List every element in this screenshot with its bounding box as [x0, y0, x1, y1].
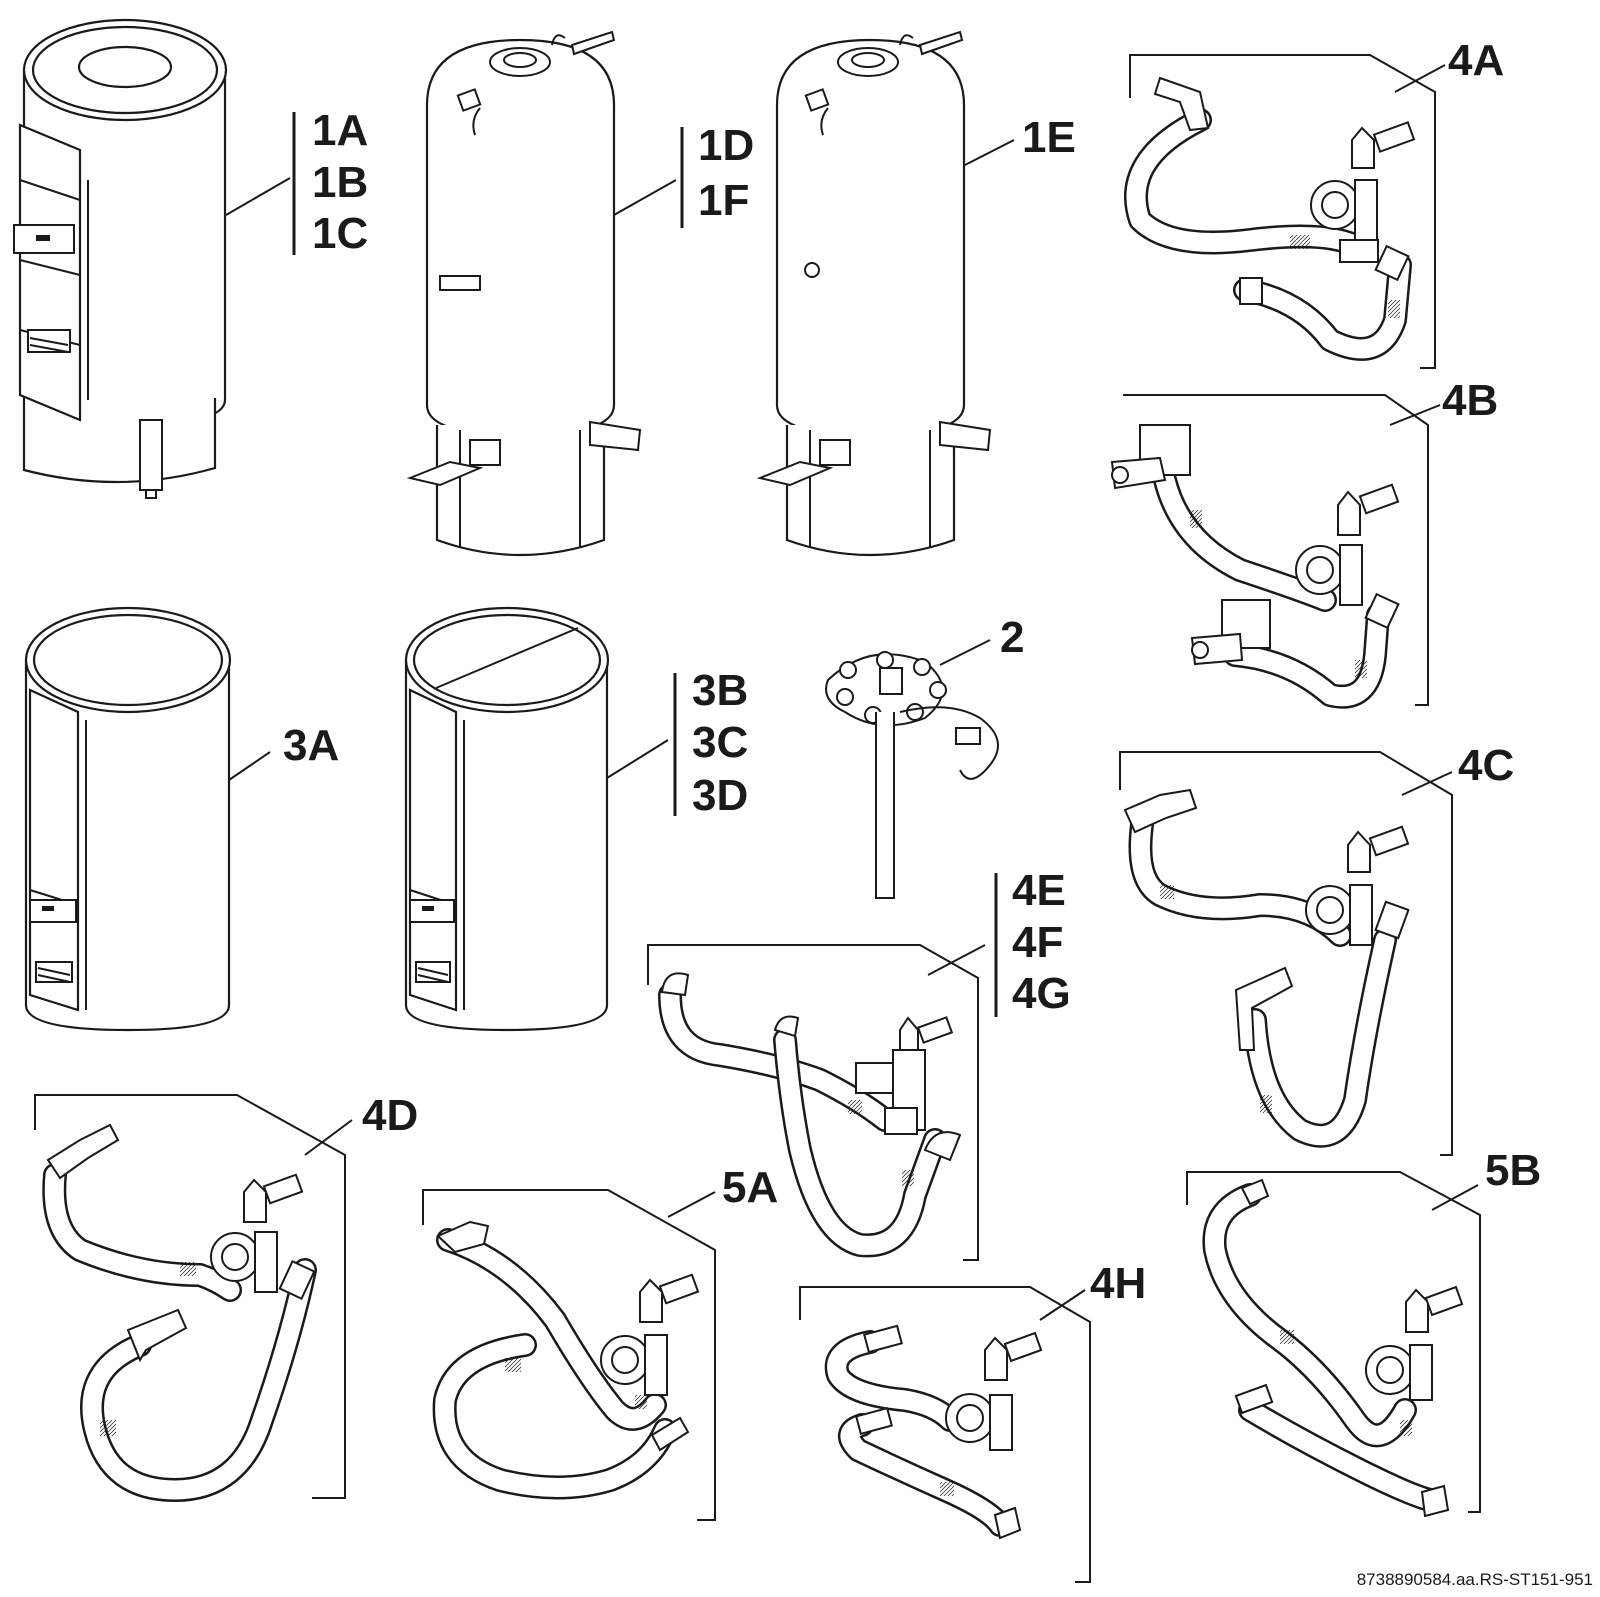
label-4e: 4E — [1012, 866, 1066, 915]
label-2: 2 — [1000, 613, 1024, 662]
label-1a: 1A — [312, 106, 368, 155]
label-3a: 3A — [283, 721, 339, 770]
pump-group-5b — [1186, 1171, 1481, 1518]
cladding-3bcd — [404, 606, 610, 1032]
label-3c: 3C — [692, 718, 748, 767]
document-id: 8738890584.aa.RS-ST151-951 — [1357, 1570, 1593, 1589]
tank-1e — [756, 30, 992, 557]
pump-group-4c — [1119, 751, 1453, 1156]
label-4c: 4C — [1458, 741, 1514, 790]
label-3b: 3B — [692, 666, 748, 715]
label-4b: 4B — [1442, 376, 1498, 425]
label-1b: 1B — [312, 158, 368, 207]
pump-group-4b — [1110, 394, 1429, 709]
tank-1df — [406, 30, 642, 557]
label-3d: 3D — [692, 771, 748, 820]
pump-group-5a — [422, 1189, 716, 1521]
pump-group-4a — [1124, 54, 1436, 369]
tank-1abc — [13, 18, 228, 499]
cladding-3a — [24, 606, 232, 1032]
label-1d: 1D — [698, 121, 754, 170]
label-4d: 4D — [362, 1091, 418, 1140]
label-5a: 5A — [722, 1163, 778, 1212]
label-1c: 1C — [312, 209, 368, 258]
pump-group-4h — [799, 1286, 1091, 1583]
label-4h: 4H — [1090, 1259, 1146, 1308]
pump-group-4efg — [647, 944, 979, 1261]
pump-group-4d — [34, 1094, 346, 1502]
label-4f: 4F — [1012, 918, 1063, 967]
label-5b: 5B — [1485, 1146, 1541, 1195]
flange-sensor-2 — [825, 651, 999, 899]
label-4g: 4G — [1012, 969, 1071, 1018]
label-4a: 4A — [1448, 36, 1504, 85]
label-1f: 1F — [698, 176, 749, 225]
label-1e: 1E — [1022, 113, 1076, 162]
